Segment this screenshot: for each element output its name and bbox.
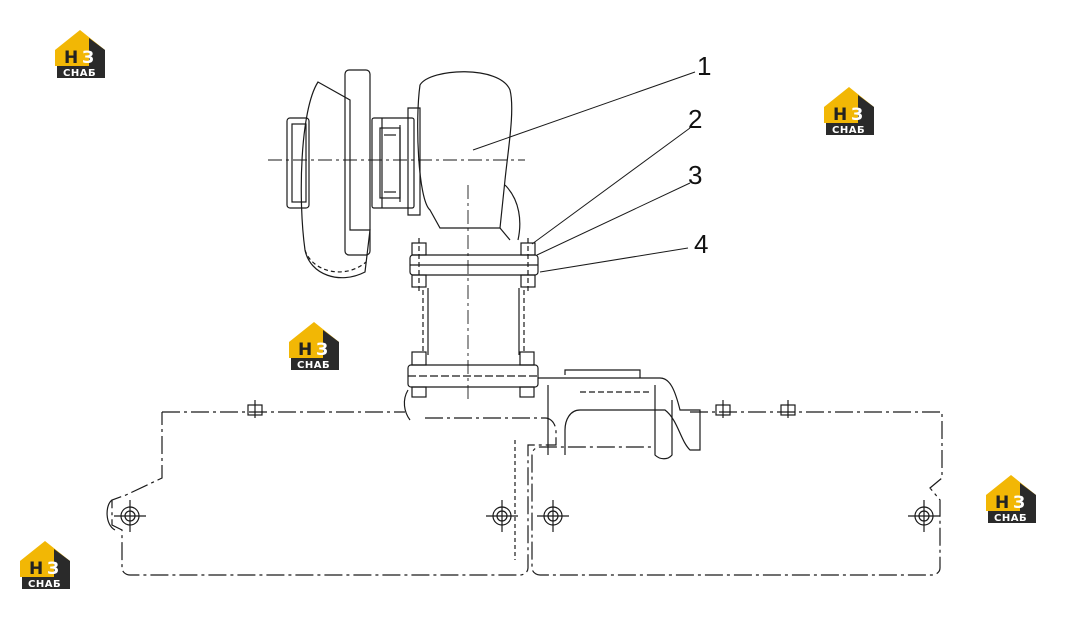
watermark-logo-2: Н З СНАБ (824, 87, 874, 136)
svg-text:СНАБ: СНАБ (832, 125, 865, 136)
watermark-logo-1: Н З СНАБ (55, 30, 105, 79)
manifold-right (531, 400, 943, 576)
adapter-pipe (422, 288, 525, 355)
svg-text:З: З (851, 105, 863, 125)
leader-3 (536, 182, 691, 256)
svg-text:З: З (47, 559, 59, 579)
callout-2: 2 (688, 104, 702, 134)
svg-text:Н: Н (833, 105, 847, 125)
svg-text:З: З (316, 340, 328, 360)
svg-text:З: З (82, 48, 94, 68)
callout-3: 3 (688, 160, 702, 190)
watermark-logo-5: Н З СНАБ (20, 541, 70, 590)
svg-text:СНАБ: СНАБ (297, 360, 330, 371)
svg-text:Н: Н (298, 340, 312, 360)
turbocharger (268, 69, 525, 400)
svg-text:СНАБ: СНАБ (994, 513, 1027, 524)
svg-text:Н: Н (29, 559, 43, 579)
leader-lines (472, 71, 696, 273)
callout-1: 1 (697, 51, 711, 81)
mounting-bolts (114, 500, 940, 532)
manifold-left (106, 400, 557, 576)
svg-text:Н: Н (995, 493, 1009, 513)
leader-1 (472, 71, 696, 151)
watermark-logo-4: Н З СНАБ (986, 475, 1036, 524)
watermark-logo-3: Н З СНАБ (289, 322, 339, 371)
lower-flange (403, 351, 539, 421)
callouts: 1 2 3 4 (688, 51, 711, 259)
upper-flange (409, 238, 539, 292)
leader-4 (539, 247, 689, 273)
callout-4: 4 (694, 229, 708, 259)
svg-text:З: З (1013, 493, 1025, 513)
svg-text:СНАБ: СНАБ (28, 579, 61, 590)
bracket (538, 369, 701, 460)
leader-2 (531, 127, 691, 245)
svg-text:СНАБ: СНАБ (63, 68, 96, 79)
svg-text:Н: Н (64, 48, 78, 68)
